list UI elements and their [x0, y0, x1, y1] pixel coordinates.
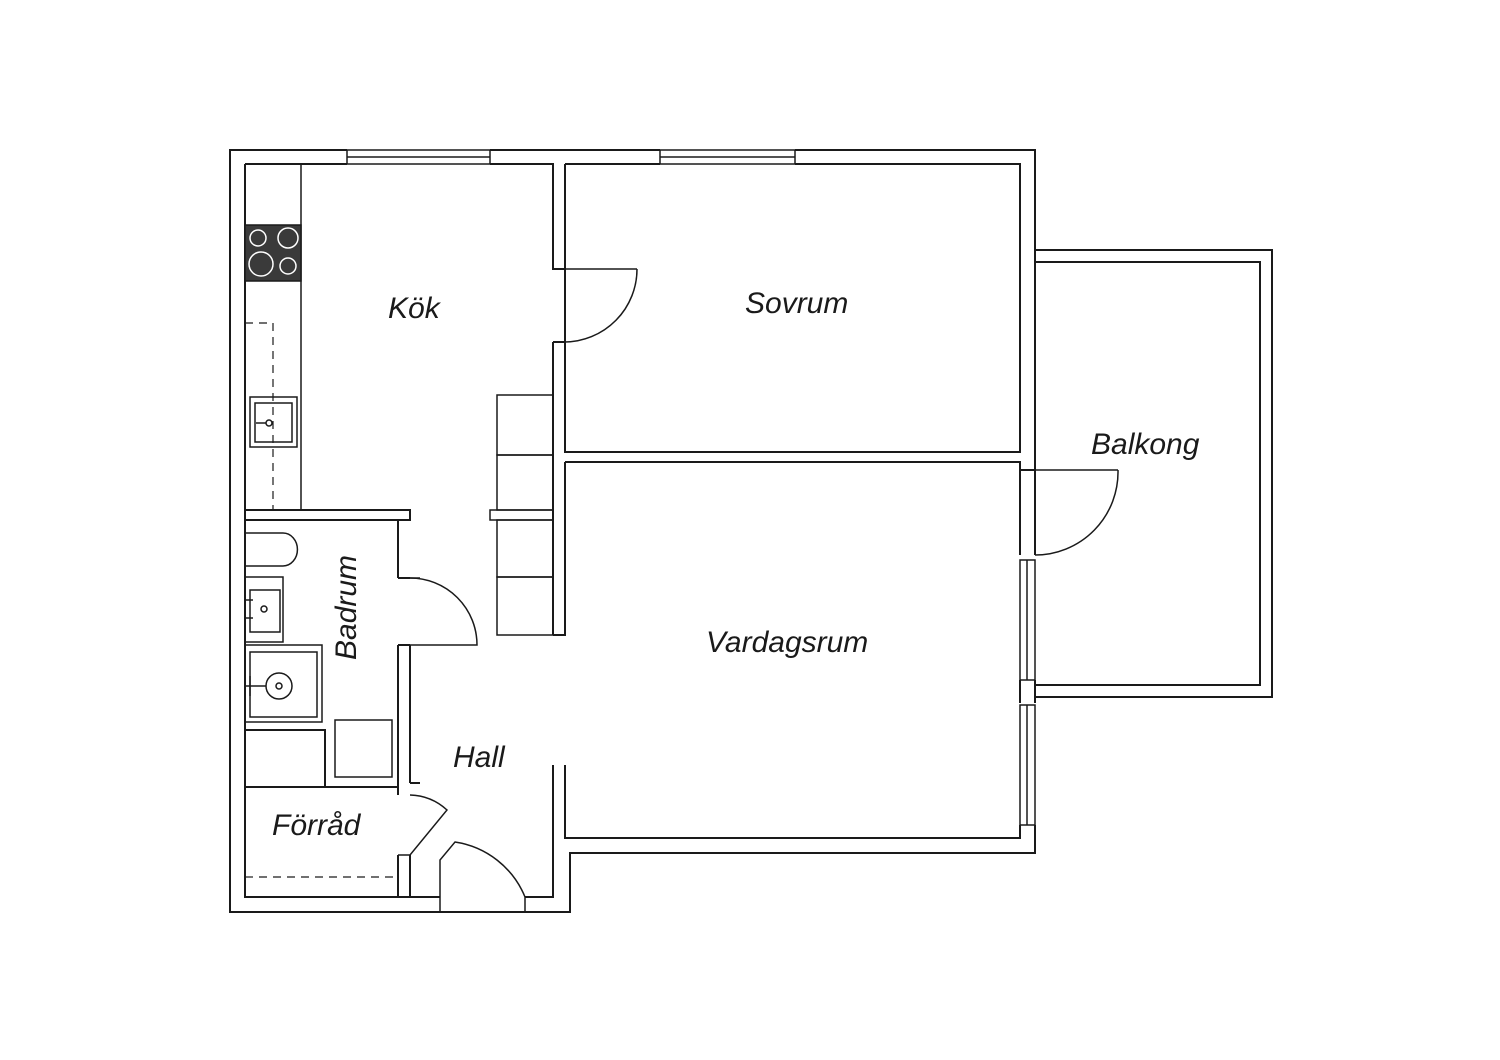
kitchen-fixtures	[244, 164, 302, 510]
windows	[346, 148, 1037, 826]
doors	[398, 268, 1119, 912]
interior-walls	[245, 164, 1035, 897]
bathroom-fixtures	[244, 532, 393, 778]
stove-icon	[244, 224, 302, 282]
kitchen-label: Kök	[388, 292, 442, 325]
toilet-icon	[245, 532, 299, 567]
outer-walls	[229, 149, 1036, 913]
storage-label: Förråd	[272, 809, 362, 842]
balcony	[1035, 249, 1273, 698]
kitchen-sink-icon	[249, 396, 298, 448]
wardrobes	[496, 394, 554, 636]
washing-machine-icon	[334, 719, 393, 778]
bathroom-sink-icon	[244, 576, 284, 643]
balcony-label: Balkong	[1091, 428, 1200, 461]
shower-icon	[244, 644, 323, 723]
hall-label: Hall	[453, 741, 506, 774]
bathroom-label: Badrum	[330, 555, 363, 660]
room-labels: Kök Sovrum Balkong Badrum Vardagsrum Hal…	[272, 287, 1200, 842]
bedroom-label: Sovrum	[745, 287, 848, 320]
living-room-label: Vardagsrum	[706, 626, 868, 659]
